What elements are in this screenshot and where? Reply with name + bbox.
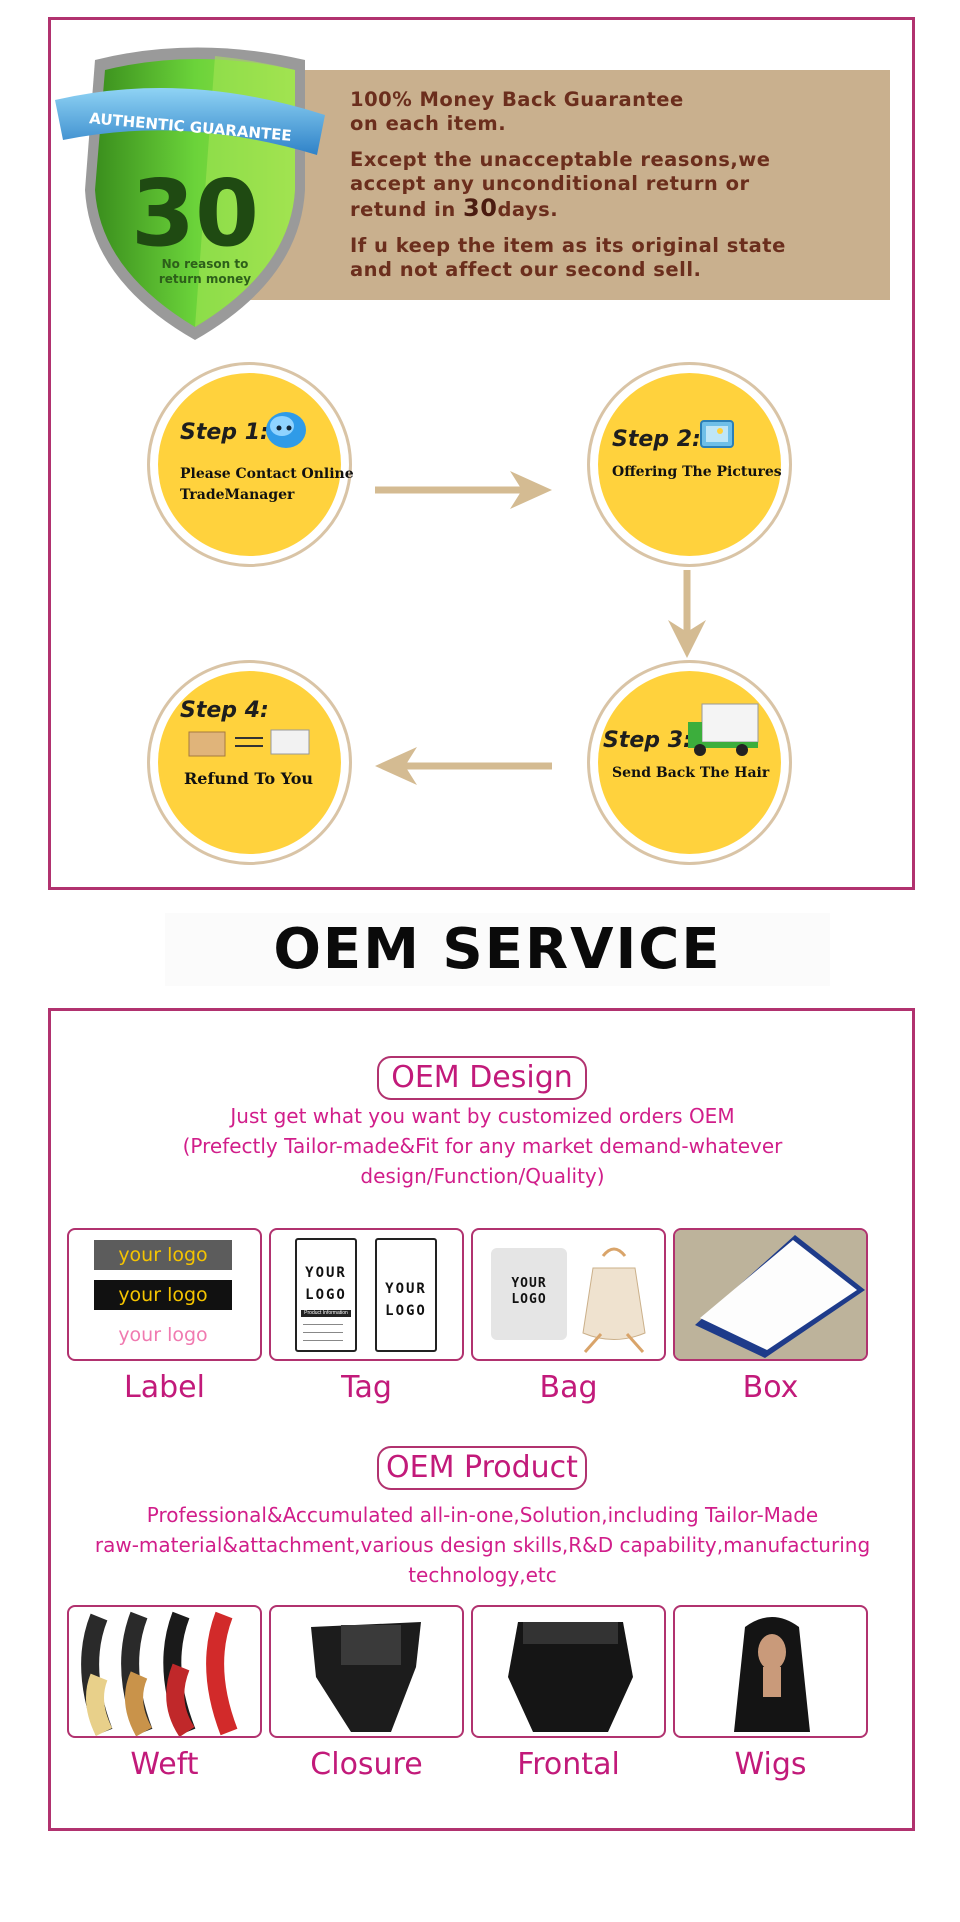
step-2-title: Step 2: xyxy=(612,427,701,452)
step-2 xyxy=(587,362,792,567)
oem-design-title: OEM Design xyxy=(377,1056,587,1100)
step-3 xyxy=(587,660,792,865)
guarantee-line6: If u keep the item as its original state xyxy=(350,234,786,257)
frontal-card xyxy=(471,1605,666,1738)
arrow-down-icon xyxy=(668,570,706,658)
guarantee-banner xyxy=(230,70,890,300)
box-card xyxy=(673,1228,868,1361)
hair-frontal-icon xyxy=(508,1622,633,1732)
bag-caption: Bag xyxy=(539,1370,598,1405)
arrow-right-icon xyxy=(375,471,552,509)
arrow-left-icon xyxy=(375,747,552,785)
badge-number: 30 xyxy=(131,160,259,267)
wigs-caption: Wigs xyxy=(734,1747,807,1782)
guarantee-shield-icon: AUTHENTIC GUARANTEE 30 No reason to retu… xyxy=(55,47,325,340)
picture-icon xyxy=(700,420,734,448)
step-2-text1: Offering The Pictures xyxy=(612,464,782,480)
step-3-title: Step 3: xyxy=(603,728,692,753)
drawstring-bag: YOUR LOGO xyxy=(491,1248,567,1340)
logo-sample-2: your logo xyxy=(94,1280,232,1310)
gift-box-icon xyxy=(675,1230,866,1359)
step-1-text2: TradeManager xyxy=(180,487,295,503)
closure-card xyxy=(269,1605,464,1738)
hang-tag-2: YOUR LOGO xyxy=(375,1238,437,1352)
guarantee-days: 30 xyxy=(463,194,498,222)
weft-caption: Weft xyxy=(130,1747,199,1782)
hair-closure-icon xyxy=(311,1622,421,1732)
step-4-title: Step 4: xyxy=(180,698,269,723)
oem-heading-bg xyxy=(165,913,830,986)
tag-info: Product Information xyxy=(301,1310,351,1317)
guarantee-line7: and not affect our second sell. xyxy=(350,258,702,281)
step-1-text1: Please Contact Online xyxy=(180,466,354,482)
oem-product-desc2: raw-material&attachment,various design s… xyxy=(94,1533,871,1557)
oem-product-title: OEM Product xyxy=(377,1446,587,1490)
bag-logo-b: LOGO xyxy=(511,1292,547,1307)
hair-weft-icon xyxy=(81,1611,238,1736)
logo-sample-3: your logo xyxy=(94,1320,232,1350)
tag-caption: Tag xyxy=(341,1370,392,1405)
guarantee-line5c: days. xyxy=(497,198,559,221)
oem-design-desc2: (Prefectly Tailor-made&Fit for any marke… xyxy=(182,1134,783,1158)
oem-product-desc1: Professional&Accumulated all-in-one,Solu… xyxy=(146,1503,819,1527)
guarantee-line3: Except the unacceptable reasons,we xyxy=(350,148,771,171)
oem-design-desc1: Just get what you want by customized ord… xyxy=(230,1104,735,1128)
guarantee-text: 100% Money Back Guarantee on each item. … xyxy=(350,88,870,294)
badge-sub1: No reason to xyxy=(162,257,249,271)
tag-logo-2a: YOUR xyxy=(385,1281,427,1297)
tag-logo-2b: LOGO xyxy=(385,1303,427,1319)
guarantee-line4: accept any unconditional return or xyxy=(350,172,750,195)
satin-bag-icon xyxy=(582,1247,646,1353)
closure-caption: Closure xyxy=(310,1747,423,1782)
step-3-text1: Send Back The Hair xyxy=(612,765,770,781)
label-card: your logo your logo your logo xyxy=(67,1228,262,1361)
frontal-caption: Frontal xyxy=(517,1747,620,1782)
tag-logo-1a: YOUR xyxy=(305,1265,347,1281)
step-4 xyxy=(147,660,352,865)
oem-heading: OEM SERVICE xyxy=(273,917,722,982)
box-caption: Box xyxy=(742,1370,799,1405)
bag-logo-a: YOUR xyxy=(511,1276,547,1291)
truck-icon xyxy=(688,703,759,756)
guarantee-line1: 100% Money Back Guarantee xyxy=(350,88,684,111)
wigs-card xyxy=(673,1605,868,1738)
bag-card: YOUR LOGO xyxy=(471,1228,666,1361)
badge-sub2: return money xyxy=(159,272,251,286)
step-1 xyxy=(147,362,352,567)
oem-design-desc3: design/Function/Quality) xyxy=(360,1164,605,1188)
box-exchange-icon xyxy=(188,729,310,757)
tag-card: YOUR LOGO Product Information YOUR LOGO xyxy=(269,1228,464,1361)
guarantee-line5a: retund in xyxy=(350,198,464,221)
tag-logo-1b: LOGO xyxy=(305,1287,347,1303)
weft-card xyxy=(67,1605,262,1738)
guarantee-line2: on each item. xyxy=(350,112,507,135)
logo-sample-1: your logo xyxy=(94,1240,232,1270)
label-caption: Label xyxy=(124,1370,205,1405)
oem-product-desc3: technology,etc xyxy=(408,1563,557,1587)
chat-bubble-icon xyxy=(266,412,306,448)
wig-icon xyxy=(734,1617,810,1732)
step-4-text1: Refund To You xyxy=(184,769,314,788)
hang-tag-1: YOUR LOGO Product Information xyxy=(295,1238,357,1352)
step-1-title: Step 1: xyxy=(180,420,269,445)
